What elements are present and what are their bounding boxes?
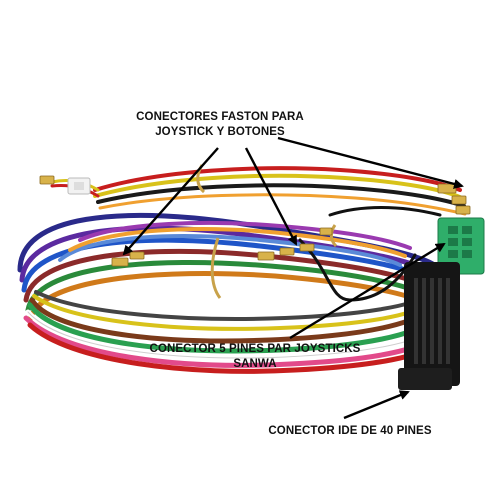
sanwa-connector-label: CONECTOR 5 PINES PAR JOYSTICKS SANWA xyxy=(130,342,380,372)
annotation-arrows xyxy=(122,136,464,420)
arrow-sanwa xyxy=(289,242,446,340)
sanwa-label-line-1: CONECTOR 5 PINES PAR JOYSTICKS xyxy=(149,343,361,355)
ide-40-pin-connector xyxy=(398,262,460,390)
faston-connectors-label: CONECTORES FASTON PARA JOYSTICK Y BOTONE… xyxy=(95,110,345,140)
ide-label-line-1: CONECTOR IDE DE 40 PINES xyxy=(268,425,432,437)
arrow-faston-middle xyxy=(244,147,298,246)
arrow-ide xyxy=(343,390,410,420)
sanwa-label-line-2: SANWA xyxy=(233,358,277,370)
faston-terminals xyxy=(39,175,471,267)
arrow-faston-left xyxy=(122,147,219,256)
white-connector xyxy=(67,177,91,195)
ide-connector-label: CONECTOR IDE DE 40 PINES xyxy=(250,424,450,439)
sanwa-5-pin-connector xyxy=(437,217,485,275)
faston-label-line-1: CONECTORES FASTON PARA xyxy=(136,111,304,123)
arrow-faston-right xyxy=(277,136,464,189)
faston-label-line-2: JOYSTICK Y BOTONES xyxy=(155,126,285,138)
